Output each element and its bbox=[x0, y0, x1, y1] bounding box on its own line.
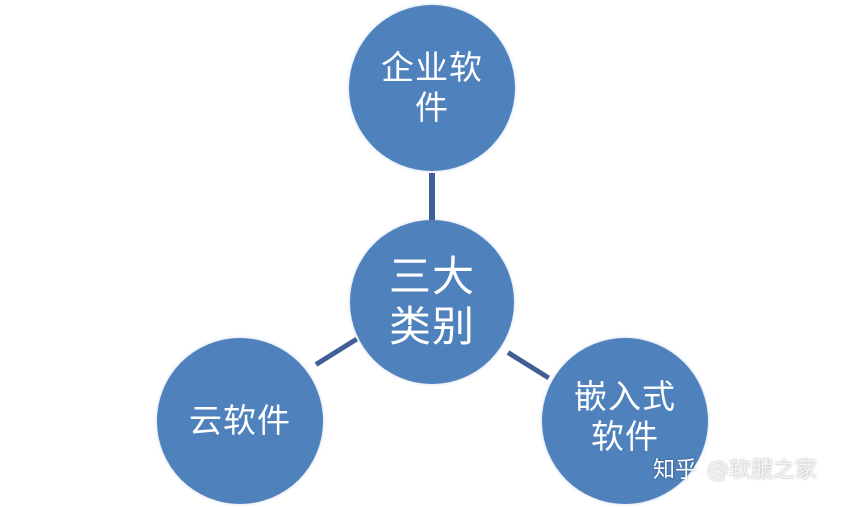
watermark-site: 知乎 bbox=[653, 458, 698, 483]
node-cloud-software: 云软件 bbox=[157, 338, 323, 504]
node-label-line2: 软件 bbox=[591, 417, 659, 456]
node-label-line1: 企业软 bbox=[381, 48, 483, 88]
watermark-handle: @软服之家 bbox=[707, 458, 818, 483]
connector-center-to-embedded bbox=[506, 350, 551, 381]
connector-center-to-enterprise bbox=[429, 173, 435, 223]
node-enterprise-software: 企业软 件 bbox=[349, 5, 515, 171]
node-label-line1: 云软件 bbox=[189, 401, 291, 441]
node-center-three-categories: 三大 类别 bbox=[350, 220, 514, 384]
connector-center-to-cloud bbox=[314, 336, 359, 367]
center-label-line1: 三大 bbox=[388, 251, 475, 301]
node-label-line1: 嵌入式 bbox=[574, 377, 676, 417]
center-label-line2: 类别 bbox=[388, 302, 475, 351]
node-label-line2: 件 bbox=[415, 88, 449, 127]
watermark: 知乎 @软服之家 bbox=[653, 452, 817, 484]
node-embedded-software: 嵌入式 软件 bbox=[542, 338, 708, 504]
